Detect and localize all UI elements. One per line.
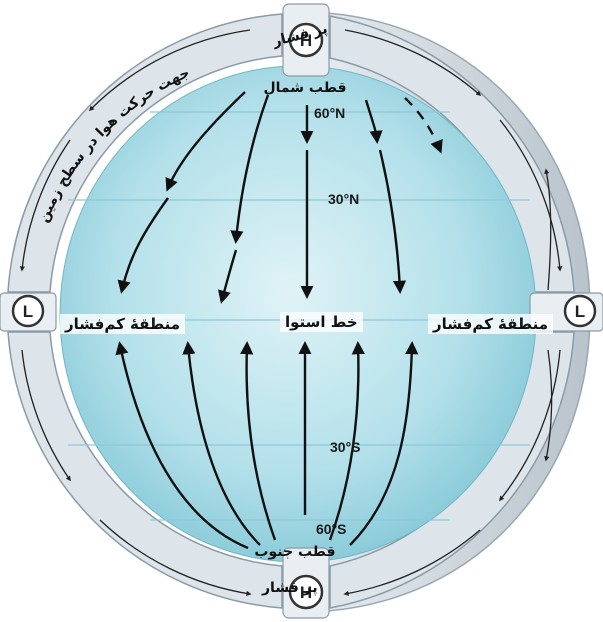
pole-north-label: قطب شمال: [263, 80, 346, 96]
svg-text:L: L: [23, 302, 33, 321]
latitude-label-60n: 60°N: [314, 105, 345, 121]
high-pressure-label-bottom: پر فشار: [261, 580, 318, 596]
latitude-label-60s: 60°S: [316, 521, 347, 537]
latitude-label-30n: 30°N: [328, 191, 359, 207]
low-pressure-label-left: منطقهٔ کم‌فشار: [60, 314, 185, 334]
latitude-label-30s: 30°S: [330, 439, 361, 455]
svg-text:L: L: [575, 302, 585, 321]
low-pressure-label-right: منطقهٔ کم‌فشار: [428, 314, 553, 334]
pole-south-label: قطب جنوب: [254, 544, 335, 560]
pressure-badge-low-right: L: [565, 296, 595, 326]
equator-label: خط استوا: [280, 312, 363, 332]
pressure-badge-low-left: L: [13, 296, 43, 326]
